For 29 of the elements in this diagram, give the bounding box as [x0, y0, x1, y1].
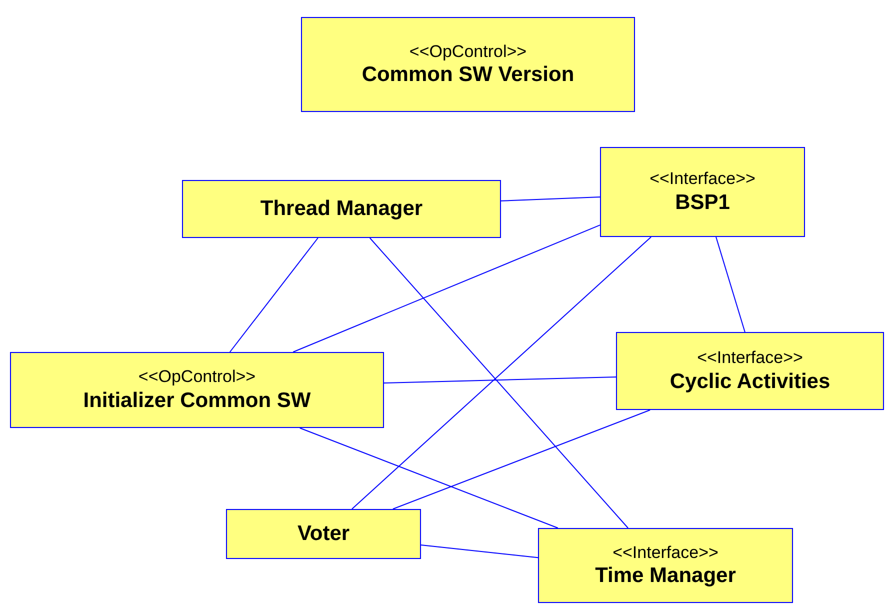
- connector-line: [716, 236, 746, 332]
- class-name: BSP1: [675, 190, 730, 216]
- connector-line: [369, 238, 629, 528]
- class-name: Initializer Common SW: [83, 388, 311, 414]
- class-box: [182, 180, 501, 238]
- connector-line: [392, 410, 651, 510]
- stereotype-label: <<OpControl>>: [138, 366, 256, 388]
- class-box: [538, 528, 793, 603]
- class-name: Cyclic Activities: [670, 368, 830, 394]
- connector-line: [299, 428, 558, 528]
- class-name: Voter: [297, 520, 350, 547]
- class-box: [226, 509, 421, 559]
- class-name: Common SW Version: [362, 62, 574, 88]
- class-name: Thread Manager: [260, 196, 423, 222]
- class-box: [10, 352, 384, 428]
- connector-line: [384, 376, 616, 384]
- connector-line: [292, 224, 600, 352]
- connector-line: [500, 196, 600, 202]
- class-box: [616, 332, 884, 410]
- connector-line: [351, 236, 652, 510]
- class-box: [301, 17, 635, 112]
- class-name: Time Manager: [595, 563, 736, 589]
- connector-line: [420, 544, 538, 558]
- stereotype-label: <<Interface>>: [612, 542, 718, 563]
- stereotype-label: <<Interface>>: [697, 347, 803, 368]
- stereotype-label: <<Interface>>: [650, 168, 756, 190]
- connector-line: [229, 238, 318, 352]
- class-box: [600, 147, 805, 237]
- stereotype-label: <<OpControl>>: [409, 40, 527, 62]
